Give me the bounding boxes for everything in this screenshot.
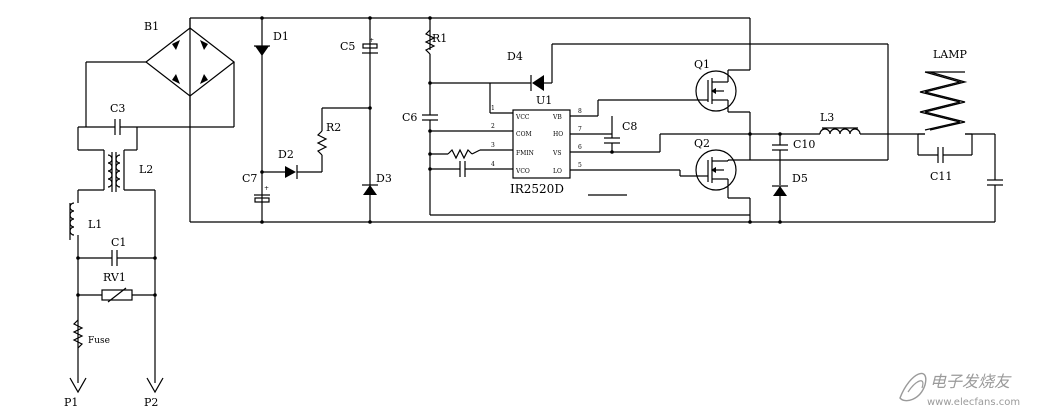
label-d4: D4 xyxy=(507,50,523,63)
r1-c6-d4 xyxy=(422,16,889,216)
label-r2: R2 xyxy=(326,121,341,134)
label-d1: D1 xyxy=(273,30,289,43)
label-c8: C8 xyxy=(622,120,637,133)
label-l1: L1 xyxy=(88,218,102,231)
label-c10: C10 xyxy=(793,138,815,151)
pin-vco: VCO xyxy=(515,168,530,175)
watermark-brand: 电子发烧友 xyxy=(930,372,1012,391)
label-l2: L2 xyxy=(139,163,153,176)
pin-number-5: 5 xyxy=(578,162,582,169)
elecfans-logo-icon xyxy=(899,372,927,402)
input-filter xyxy=(69,119,234,394)
label-p2: P2 xyxy=(144,396,158,409)
pin-number-4: 4 xyxy=(491,161,495,168)
pin-number-6: 6 xyxy=(578,144,582,151)
pin-fmin: FMIN xyxy=(516,150,534,157)
pin-number-1: 1 xyxy=(491,105,495,112)
pin-number-3: 3 xyxy=(491,142,495,149)
pin-com: COM xyxy=(516,131,532,138)
pin-vb: VB xyxy=(552,114,562,121)
label-c7: C7 xyxy=(242,172,257,185)
pin-number-8: 8 xyxy=(578,108,582,115)
label-l3: L3 xyxy=(820,111,834,124)
label-lamp: LAMP xyxy=(933,48,968,61)
output-stage xyxy=(748,127,925,222)
label-rv1: RV1 xyxy=(103,271,126,284)
pin-vs: VS xyxy=(552,150,561,157)
label-c6: C6 xyxy=(402,111,417,124)
label-q2: Q2 xyxy=(694,137,710,150)
label-u1: U1 xyxy=(536,94,552,107)
label-p1: P1 xyxy=(64,396,78,409)
label-c1: C1 xyxy=(111,236,126,249)
svg-text:+: + xyxy=(264,185,269,192)
pin-number-7: 7 xyxy=(578,126,582,133)
label-q1: Q1 xyxy=(694,58,710,71)
c5-d3: + xyxy=(362,37,378,195)
label-d2: D2 xyxy=(278,148,294,161)
watermark-url: www.elecfans.com xyxy=(927,397,1020,408)
ic-u1 xyxy=(428,109,680,196)
mosfet-q1 xyxy=(695,69,750,113)
pin-vcc: VCC xyxy=(515,114,530,121)
svg-text:+: + xyxy=(369,37,374,44)
startup-network: + xyxy=(254,45,372,203)
label-fuse: Fuse xyxy=(88,336,110,346)
label-b1: B1 xyxy=(144,20,159,33)
label-r1: R1 xyxy=(432,32,447,45)
label-c11: C11 xyxy=(930,170,952,183)
label-c5: C5 xyxy=(340,40,355,53)
label-c3: C3 xyxy=(110,102,125,115)
lamp xyxy=(917,71,1003,222)
label-d5: D5 xyxy=(792,172,808,185)
pin-number-2: 2 xyxy=(491,123,495,130)
bus-wires xyxy=(189,17,995,223)
chip-name: IR2520D xyxy=(510,182,564,196)
watermark: 电子发烧友 www.elecfans.com xyxy=(899,372,1020,408)
pin-ho: HO xyxy=(553,131,563,138)
mosfet-q2 xyxy=(695,149,750,199)
bridge-rectifier-b1 xyxy=(85,18,235,127)
label-d3: D3 xyxy=(376,172,392,185)
c8-gate-drive xyxy=(597,99,750,177)
pin-lo: LO xyxy=(553,168,562,175)
